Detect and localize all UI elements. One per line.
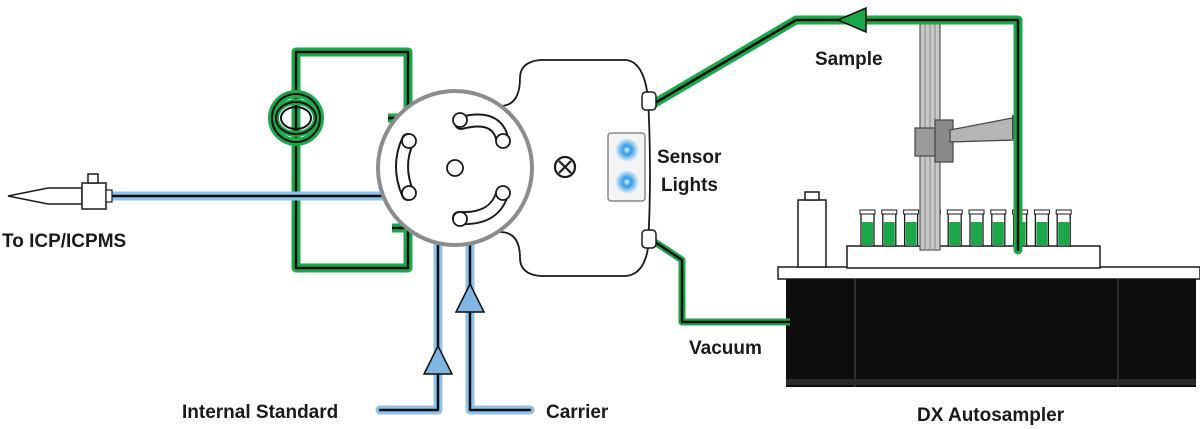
autosampler-base [786, 279, 1196, 387]
carrier-arrow-icon [454, 282, 486, 313]
vial-rack [846, 245, 1101, 269]
carrier-label: Carrier [546, 402, 609, 423]
sample-arrow-icon [836, 6, 867, 34]
sample-label: Sample [815, 49, 883, 70]
sample-vial [946, 209, 963, 247]
sample-line [650, 15, 1023, 255]
sample-vial [990, 209, 1007, 247]
rinse-bottle [797, 199, 827, 268]
nebulizer-icon [7, 173, 113, 210]
internal-standard-arrow-icon [422, 344, 454, 375]
sensor-lights-label-line1: Sensor [657, 147, 722, 168]
vacuum-label: Vacuum [689, 338, 762, 359]
sample-vial [1033, 209, 1050, 247]
autosampler-label: DX Autosampler [917, 405, 1065, 426]
autosampler-tray [777, 266, 1200, 280]
vial-group [859, 209, 1072, 247]
vacuum-port [641, 229, 657, 249]
sample-vial [859, 209, 876, 247]
rotary-valve-icon [376, 89, 534, 247]
sample-vial [1055, 209, 1072, 247]
sample-port [641, 91, 657, 111]
sensor-light [615, 170, 639, 194]
sample-vial [881, 209, 898, 247]
sensor-lights-label-line2: Lights [661, 175, 718, 196]
to-icp-label: To ICP/ICPMS [2, 231, 126, 252]
autosampler [777, 21, 1200, 387]
sample-loop-coil-icon [268, 90, 324, 146]
internal-standard-label: Internal Standard [182, 402, 338, 423]
pump-housing [499, 59, 657, 277]
sample-vial [968, 209, 985, 247]
sample-vial [903, 209, 920, 247]
circle-x-icon [553, 155, 577, 179]
sensor-light [615, 138, 639, 162]
probe-arm [949, 117, 1017, 143]
